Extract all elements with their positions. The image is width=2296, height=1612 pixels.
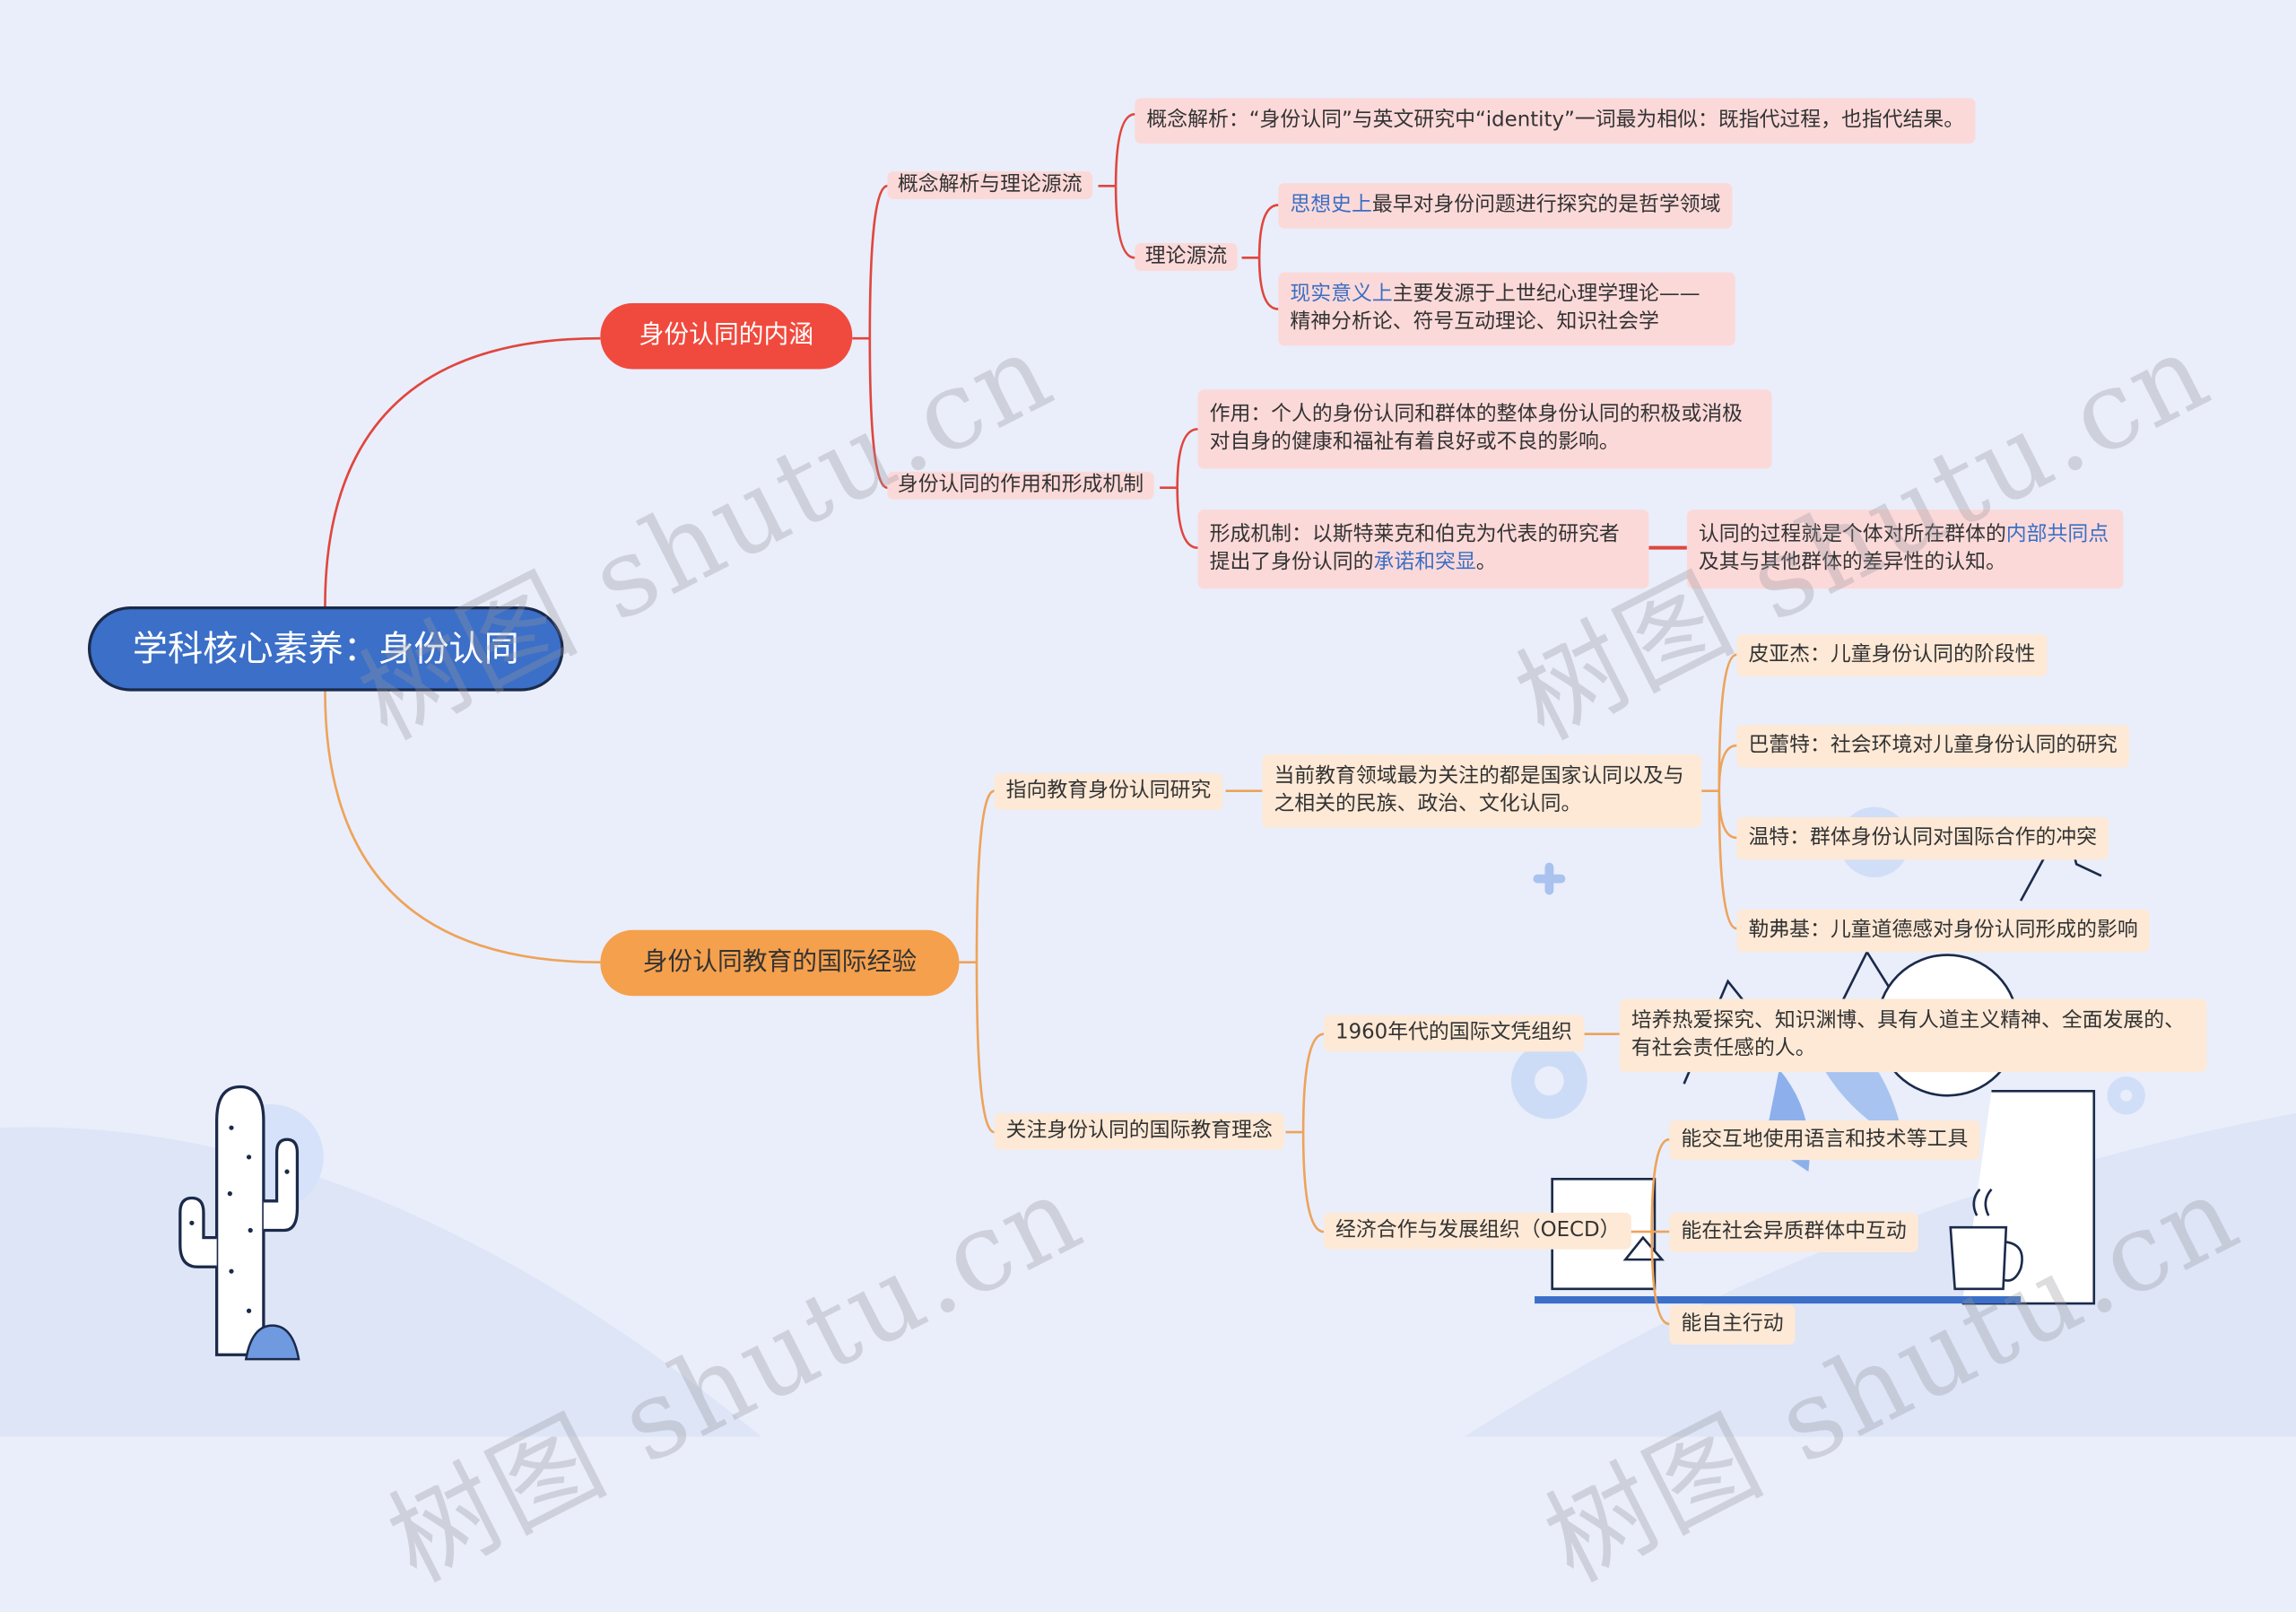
topic-oecd[interactable]: 经济合作与发展组织（OECD） <box>1323 1212 1632 1250</box>
leaf-current-focus[interactable]: 当前教育领域最为关注的都是国家认同以及与之相关的民族、政治、文化认同。 <box>1262 754 1702 828</box>
topic-ib-organization[interactable]: 1960年代的国际文凭组织 <box>1323 1015 1584 1052</box>
leaf-text: 主要发源于上世纪心理学理论—— <box>1392 283 1700 307</box>
highlight-text: 思想史上 <box>1290 193 1372 217</box>
leaf-identity-process[interactable]: 认同的过程就是个体对所在群体的内部共同点及其与其他群体的差异性的认知。 <box>1686 510 2124 589</box>
leaf-role[interactable]: 作用：个人的身份认同和群体的整体身份认同的积极或消极对自身的健康和福祉有着良好或… <box>1197 389 1772 469</box>
leaf-text: 认同的过程就是个体对所在群体的 <box>1698 522 2006 546</box>
topic-international-concepts[interactable]: 关注身份认同的国际教育理念 <box>994 1112 1284 1150</box>
leaf-text: 作用：个人的身份认同和群体的整体身份认同的积极或消极 <box>1209 402 1743 427</box>
branch-identity-connotation[interactable]: 身份认同的内涵 <box>600 302 853 370</box>
leaf-text: 及其与其他群体的差异性的认知。 <box>1698 550 2006 575</box>
topic-education-identity-research[interactable]: 指向教育身份认同研究 <box>994 773 1223 810</box>
leaf-text: 提出了身份认同的 <box>1209 550 1374 575</box>
cactus-icon <box>178 1085 300 1356</box>
connector-lines <box>324 113 1737 1326</box>
leaf-mechanism[interactable]: 形成机制：以斯特莱克和伯克为代表的研究者提出了身份认同的承诺和突显。 <box>1197 510 1649 589</box>
leaf-text: 之相关的民族、政治、文化认同。 <box>1274 792 1582 816</box>
highlight-text: 内部共同点 <box>2005 522 2109 546</box>
leaf-text: 当前教育领域最为关注的都是国家认同以及与 <box>1274 764 1684 789</box>
leaf-oecd-autonomy[interactable]: 能自主行动 <box>1669 1304 1796 1345</box>
leaf-text: 培养热爱探究、知识渊博、具有人道主义精神、全面发展的、 <box>1631 1008 2185 1033</box>
leaf-text: 形成机制：以斯特莱克和伯克为代表的研究者 <box>1209 522 1620 546</box>
leaf-piaget[interactable]: 皮亚杰：儿童身份认同的阶段性 <box>1736 633 2048 677</box>
highlight-text: 承诺和突显 <box>1373 550 1476 575</box>
leaf-intellectual-history[interactable]: 思想史上最早对身份问题进行探究的是哲学领域 <box>1278 183 1733 229</box>
leaf-text: 最早对身份问题进行探究的是哲学领域 <box>1371 193 1721 217</box>
leaf-oecd-interaction[interactable]: 能在社会异质群体中互动 <box>1669 1212 1918 1252</box>
topic-concept-theory[interactable]: 概念解析与理论源流 <box>887 171 1092 200</box>
leaf-ib-goal[interactable]: 培养热爱探究、知识渊博、具有人道主义精神、全面发展的、有社会责任感的人。 <box>1619 998 2207 1073</box>
root-topic[interactable]: 学科核心素养：身份认同 <box>87 606 564 692</box>
leaf-text: 有社会责任感的人。 <box>1631 1036 1816 1061</box>
topic-theory-origin[interactable]: 理论源流 <box>1135 243 1238 272</box>
leaf-practical-meaning[interactable]: 现实意义上主要发源于上世纪心理学理论—— 精神分析论、符号互动理论、知识社会学 <box>1278 272 1735 346</box>
leaf-text: 对自身的健康和福祉有着良好或不良的影响。 <box>1209 431 1620 455</box>
leaf-concept-analysis[interactable]: 概念解析：“身份认同”与英文研究中“identity”一词最为相似：既指代过程，… <box>1135 98 1977 144</box>
leaf-text: 。 <box>1475 550 1497 575</box>
leaf-wendt[interactable]: 温特：群体身份认同对国际合作的冲突 <box>1736 817 2109 860</box>
leaf-text: 精神分析论、符号互动理论、知识社会学 <box>1290 310 1659 335</box>
leaf-lefebvre[interactable]: 勒弗基：儿童道德感对身份认同形成的影响 <box>1736 909 2150 953</box>
highlight-text: 现实意义上 <box>1290 283 1393 307</box>
leaf-barrett[interactable]: 巴蕾特：社会环境对儿童身份认同的研究 <box>1736 725 2129 768</box>
branch-international-experience[interactable]: 身份认同教育的国际经验 <box>600 929 960 997</box>
leaf-oecd-tools[interactable]: 能交互地使用语言和技术等工具 <box>1669 1120 1980 1161</box>
topic-role-mechanism[interactable]: 身份认同的作用和形成机制 <box>887 471 1154 500</box>
